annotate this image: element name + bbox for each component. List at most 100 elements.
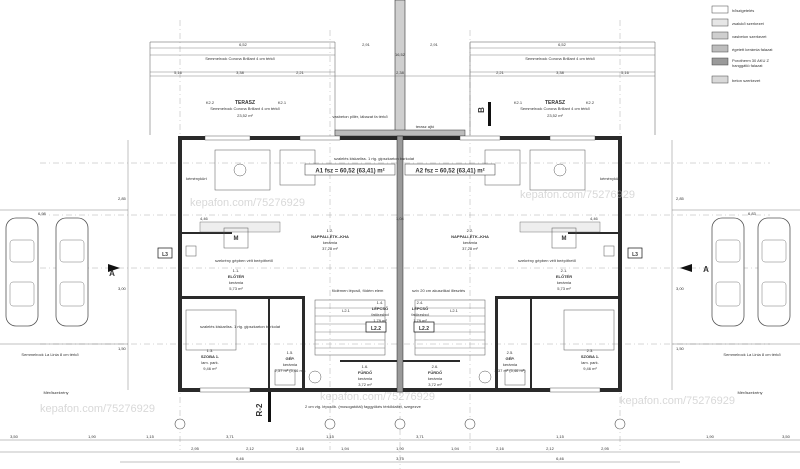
room-floor: kerámia xyxy=(358,376,373,381)
room-area: 9,46 m² xyxy=(203,366,217,371)
l21-left: L2.1 xyxy=(342,308,351,313)
legend-swatch-insulation xyxy=(711,5,729,14)
side-dim-left: 2,85 xyxy=(118,196,127,201)
room-area: 1,79 m² xyxy=(373,318,387,323)
room-area: 1,79 m² xyxy=(413,318,427,323)
room-code: 1.5. xyxy=(287,350,294,355)
k22-left: K2.2 xyxy=(206,100,215,105)
side-dim-left: 6,98 xyxy=(38,211,47,216)
legend-swatch-ceramic xyxy=(711,44,729,53)
bottom-dimensions: 3,50 1,90 1,15 3,71 1,15 3,71 1,15 1,90 … xyxy=(0,434,800,463)
car-icon xyxy=(5,217,39,327)
meter-box-left: Mérőszekrény xyxy=(43,390,68,395)
terrace-right: Semmelrock Corona Brillant 4 cm térkő TE… xyxy=(469,41,656,135)
room-code: 1.3. xyxy=(207,348,214,353)
room-name: LÉPCSŐ xyxy=(412,306,428,311)
room-floor: kerámia xyxy=(503,362,518,367)
dim-bottom-2: 1,94 xyxy=(451,446,460,451)
room-area: 3,72 m² xyxy=(428,382,442,387)
section-a-right: A xyxy=(703,265,709,274)
fence-note: vasbeton pillér, lábazat fa térkő xyxy=(332,114,388,119)
legend-swatch-reinforced-concrete xyxy=(711,31,729,40)
dim-bottom-1: 1,15 xyxy=(556,434,565,439)
room-area: 37,28 m² xyxy=(322,246,338,251)
paving-label-right: Semmelrock Corona Brillant 4 cm térkő xyxy=(525,56,595,61)
paving-bottom-right: Semmelrock La Linia 8 cm térkő xyxy=(723,352,781,357)
paving-bottom-left: Semmelrock La Linia 8 cm térkő xyxy=(21,352,79,357)
legend-label: zsalukő szerkezet xyxy=(732,21,765,26)
room-name: ELŐTÉR xyxy=(556,274,572,279)
l21-right: L2.1 xyxy=(450,308,459,313)
k22-right: K2.2 xyxy=(586,100,595,105)
room-floor: kerámia xyxy=(283,362,298,367)
side-dim-left: 1,50 xyxy=(118,346,127,351)
kitchen-note-left: szekrény gépben vélt beépíthető xyxy=(215,258,274,263)
dim-bottom-3: 6,46 xyxy=(556,456,565,461)
watermark-text: kepafon.com/75276929 xyxy=(190,197,305,209)
dim-bottom-1: 3,50 xyxy=(10,434,19,439)
section-arrow-left-icon xyxy=(108,264,120,272)
dim-row2: 5,16 xyxy=(621,70,630,75)
terrace-name: TERASZ xyxy=(235,100,255,106)
room-floor: kerámia xyxy=(229,280,244,285)
parking-right: Semmelrock La Linia 8 cm térkő Mérőszekr… xyxy=(672,209,800,395)
fence-note-2: terasz ajtó xyxy=(416,124,435,129)
furniture-right: M xyxy=(414,149,615,386)
watermark-text: kepafon.com/75276929 xyxy=(40,403,155,415)
room-area: 2,37 m² (5,46 m²) xyxy=(275,368,307,373)
dim-bottom-2: 1,90 xyxy=(396,446,405,451)
room-area: 2,37 m² (5,46 m²) xyxy=(495,368,527,373)
room-code: 1.1. xyxy=(233,268,240,273)
room-floor: kerámia xyxy=(323,240,338,245)
parking-left: Semmelrock La Linia 8 cm térkő Mérőszekr… xyxy=(0,209,128,395)
room-area: 5,73 m² xyxy=(229,286,243,291)
room-name: SZOBA 1. xyxy=(201,354,219,359)
dim-bottom-2: 2,16 xyxy=(496,446,505,451)
room-code: 1.6. xyxy=(362,364,369,369)
car-icon xyxy=(55,217,89,327)
room-name: ELŐTÉR xyxy=(228,274,244,279)
terrace-area: 23,52 m² xyxy=(237,113,253,118)
terrace-desc: Semmelrock Corona Brillant 4 cm térkő xyxy=(210,106,280,111)
watermark: kepafon.com/75276929 kepafon.com/7527692… xyxy=(40,189,735,415)
insulation-note-left: szalelés kiskarliss. 1 rtg. gipszkarton … xyxy=(200,324,281,329)
paving-label-left: Semmelrock Corona Brillant 4 cm térkő xyxy=(205,56,275,61)
side-dim-right: 6,83 xyxy=(748,211,757,216)
unit-title-a2: A2 fsz = 60,52 (63,41) m² xyxy=(415,168,484,175)
room-floor: lam. park. xyxy=(201,360,219,365)
inner-width: 4,46 xyxy=(590,216,599,221)
watermark-text: kepafon.com/75276929 xyxy=(320,391,435,403)
l22-right: L2.2 xyxy=(419,326,429,332)
room-name: SZOBA 1. xyxy=(581,354,599,359)
dim-row2: 3,38 xyxy=(556,70,565,75)
legend-swatch-porotherm xyxy=(711,57,729,66)
dim-row2: 2,21 xyxy=(496,70,505,75)
dim-bottom-2: 2,12 xyxy=(246,446,255,451)
room-name: LÉPCSŐ xyxy=(372,306,388,311)
legend-swatch-formwork xyxy=(711,18,729,27)
meter-marker-right: M xyxy=(562,236,567,242)
dim-bottom-1: 1,15 xyxy=(146,434,155,439)
room-floor: fatörzsbol xyxy=(371,312,388,317)
section-a-left: A xyxy=(109,269,115,278)
kitchen-note-right: szekrény gépben vélt beépíthető xyxy=(518,258,577,263)
room-area: 3,72 m² xyxy=(358,382,372,387)
room-name: GÉP. xyxy=(505,356,514,361)
dim-top-right: 6,52 xyxy=(558,42,567,47)
dim-bottom-3: 3,75 xyxy=(396,456,405,461)
chimney-note-left: kéménykürt xyxy=(186,176,208,181)
section-markers: A A B R-2 L3 L3 L2.2 L2.2 L2.1 L2.1 K2.2… xyxy=(108,100,709,422)
l22-left: L2.2 xyxy=(371,326,381,332)
meter-marker-left: M xyxy=(234,236,239,242)
dim-bottom-2: 2,95 xyxy=(601,446,610,451)
chimney-note-right: kéménykürt xyxy=(600,176,622,181)
inner-width: 1,04 xyxy=(396,216,405,221)
top-dimensions: 6,52 2,91 16,52 2,91 6,52 5,16 3,38 2,21… xyxy=(150,42,655,77)
terrace-desc: Semmelrock Corona Brillant 4 cm térkő xyxy=(520,106,590,111)
dim-bottom-1: 1,90 xyxy=(88,434,97,439)
room-name: FÜRDŐ xyxy=(428,370,442,375)
dim-row2: 5,16 xyxy=(174,70,183,75)
gas-note: 2 cm vtg. lépcsőb. (mosogatótál) faggyök… xyxy=(305,404,422,409)
side-dim-right: 1,50 xyxy=(676,346,685,351)
